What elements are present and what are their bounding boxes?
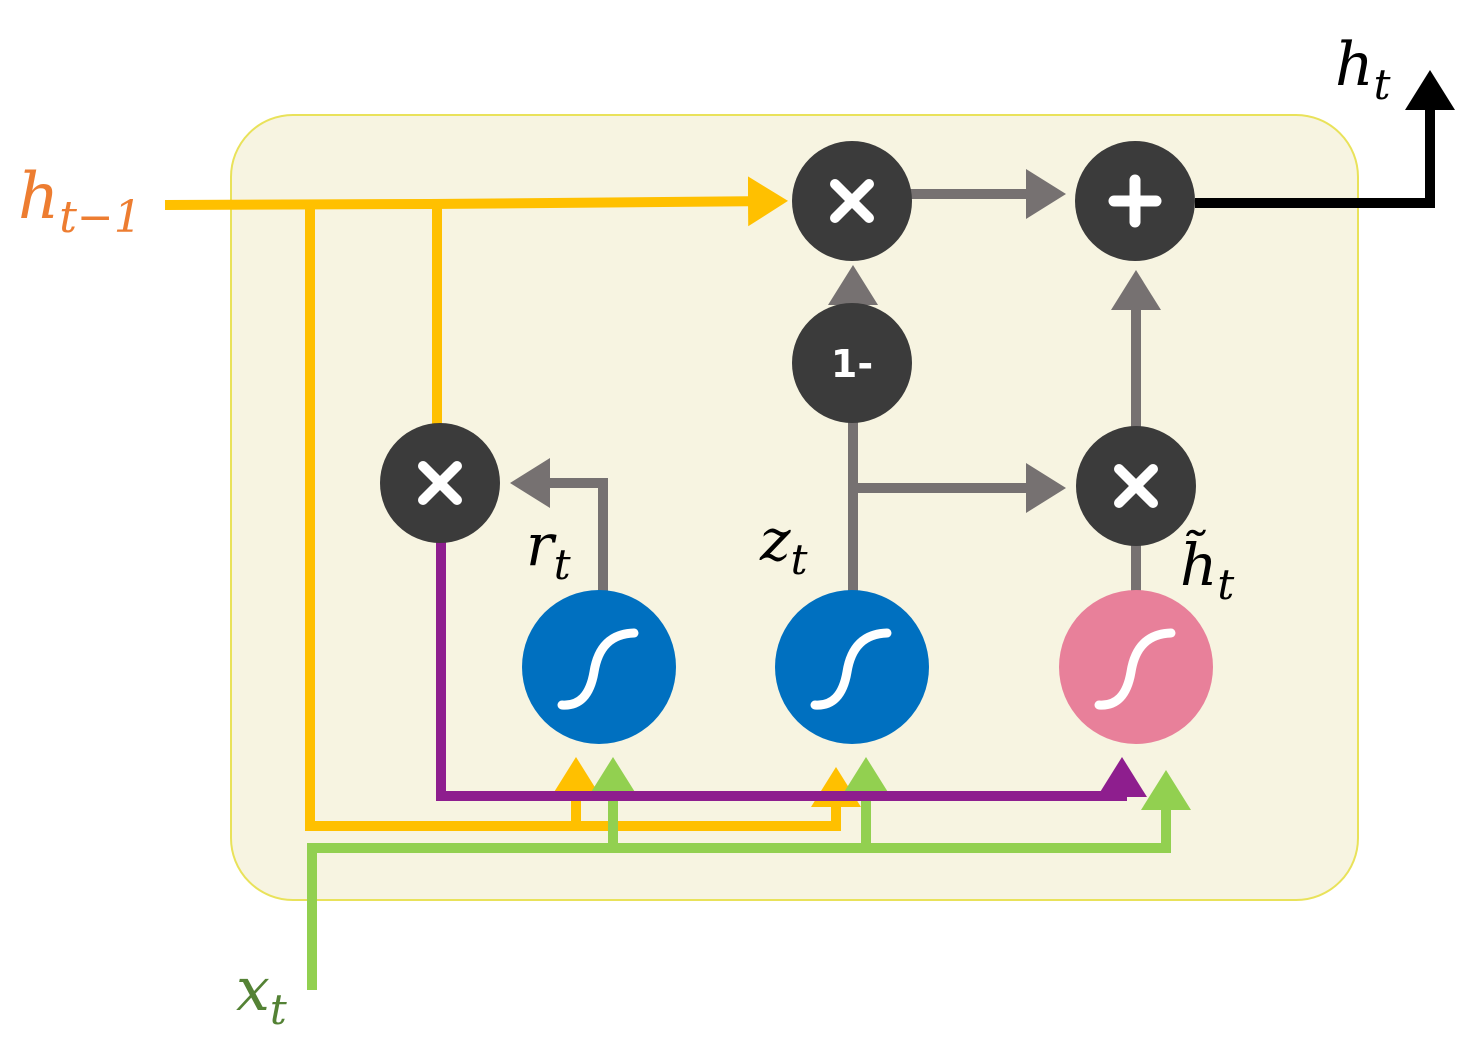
label-h-prev: ht−1 bbox=[18, 160, 142, 243]
plus-icon bbox=[1108, 174, 1162, 228]
update-multiply-node bbox=[792, 141, 912, 261]
input-lines bbox=[307, 757, 1191, 990]
internal-lines bbox=[510, 169, 1161, 596]
one-minus-node: 1- bbox=[792, 303, 912, 423]
one-minus-label: 1- bbox=[831, 342, 873, 386]
multiply-icon bbox=[830, 179, 874, 223]
reset-hidden-line bbox=[436, 540, 1147, 801]
label-h-out: ht bbox=[1335, 30, 1391, 109]
label-reset-gate: rt bbox=[526, 511, 571, 589]
reset-gate-sigmoid bbox=[522, 590, 676, 744]
update-gate-sigmoid bbox=[775, 590, 929, 744]
candidate-multiply-node bbox=[1076, 426, 1196, 546]
candidate-tanh-node bbox=[1059, 590, 1213, 744]
label-update-gate: zt bbox=[759, 506, 808, 584]
output-line bbox=[1195, 70, 1455, 208]
multiply-icon bbox=[418, 461, 462, 505]
reset-multiply-node bbox=[380, 423, 500, 543]
label-x-input: xt bbox=[236, 955, 287, 1034]
add-node bbox=[1075, 141, 1195, 261]
multiply-icon bbox=[1114, 464, 1158, 508]
sigmoid-curve-icon bbox=[557, 628, 639, 710]
sigmoid-curve-icon bbox=[1094, 628, 1176, 710]
label-candidate: h̃t bbox=[1180, 528, 1234, 609]
sigmoid-curve-icon bbox=[810, 628, 892, 710]
